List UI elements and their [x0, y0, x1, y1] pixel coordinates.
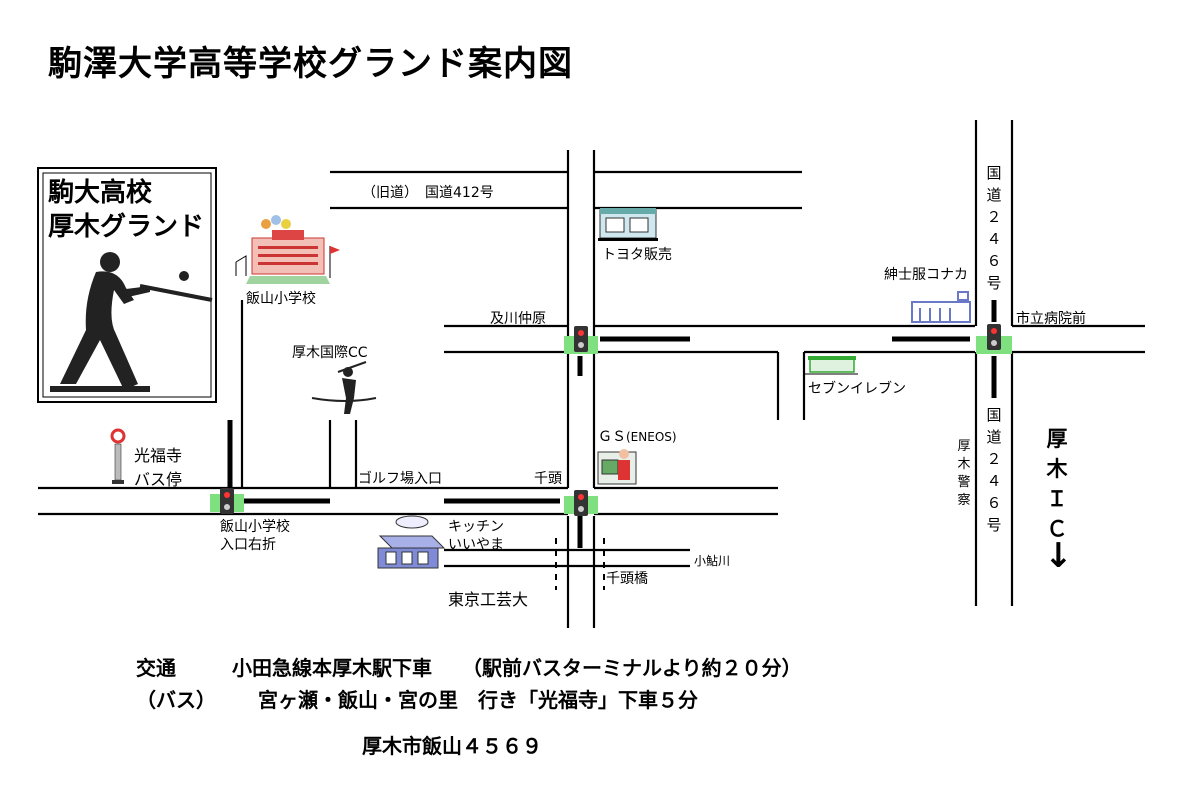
atsugi-ic-label: 厚木ＩＣ — [1046, 427, 1068, 541]
traffic-signal-route246 — [976, 324, 1012, 354]
city-hospital-label: 市立病院前 — [1016, 311, 1086, 327]
footer-transit-body: 小田急線本厚木駅下車 （駅前バスターミナルより約２０分） — [232, 656, 802, 680]
box-title-line2: 厚木グランド — [48, 212, 205, 242]
bus-stop-label-line1: 光福寺 — [134, 446, 183, 465]
seven-eleven-icon — [804, 356, 858, 375]
iiyama-school-label: 飯山小学校 — [246, 291, 316, 307]
footer-bus-head: （バス） — [136, 688, 216, 712]
golf-cc-label: 厚木国際CC — [292, 345, 368, 361]
gas-station-brand: (ENEOS) — [626, 430, 677, 444]
old-route-412-label: （旧道） 国道412号 — [362, 185, 494, 201]
gas-station-label: ＧＳ(ENEOS) — [598, 426, 677, 446]
police-station-label: 厚木警察 — [957, 439, 971, 508]
school-turn-label-line2: 入口右折 — [220, 537, 276, 553]
traffic-signal-school-entrance — [210, 488, 244, 514]
toyota-dealer-icon — [598, 208, 658, 241]
school-turn-label-line1: 飯山小学校 — [220, 519, 290, 535]
kitchen-label-line2: いいやま — [448, 537, 504, 553]
toyota-label: トヨタ販売 — [602, 247, 672, 263]
golf-entrance-label: ゴルフ場入口 — [358, 471, 442, 487]
oikawa-nakahara-label: 及川仲原 — [490, 311, 546, 327]
box-title-line1: 駒大高校 — [48, 178, 153, 208]
gas-station-icon — [597, 449, 637, 485]
route-246-south-label: 国道２４６号 — [986, 406, 1002, 534]
footer-transit-head: 交通 — [136, 656, 176, 680]
konaka-label: 紳士服コナカ — [884, 267, 968, 283]
tokyo-polytechnic-label: 東京工芸大 — [448, 590, 529, 609]
bus-stop-icon — [110, 428, 126, 484]
kitchen-iiyama-icon — [377, 515, 446, 569]
road-lines — [38, 120, 1145, 628]
traffic-signal-sento — [564, 490, 598, 516]
elementary-school-icon — [235, 215, 340, 284]
footer-bus-body: 宮ヶ瀬・飯山・宮の里 行き「光福寺」下車５分 — [258, 688, 698, 712]
sento-bridge-label: 千頭橋 — [606, 571, 648, 587]
golfer-icon — [311, 361, 377, 414]
school-ground-box — [37, 167, 217, 403]
bridge-dashes — [555, 538, 605, 590]
arrow-down-icon: ↓ — [1044, 536, 1073, 576]
footer-address: 厚木市飯山４５６９ — [362, 734, 542, 758]
page-title: 駒澤大学高等学校グランド案内図 — [48, 44, 573, 84]
konaka-store-icon — [911, 291, 971, 323]
gas-station-name: ＧＳ — [598, 429, 626, 445]
koayu-river-label: 小鮎川 — [694, 554, 731, 568]
traffic-signal-upper-center — [564, 326, 598, 354]
batter-figure — [50, 252, 213, 392]
seven-eleven-label: セブンイレブン — [808, 381, 906, 397]
bus-stop-label-line2: バス停 — [134, 470, 183, 489]
sento-intersection-label: 千頭 — [534, 471, 562, 487]
route-highlights — [227, 300, 997, 548]
kitchen-label-line1: キッチン — [448, 519, 504, 535]
route-246-north-label: 国道２４６号 — [986, 164, 1002, 292]
